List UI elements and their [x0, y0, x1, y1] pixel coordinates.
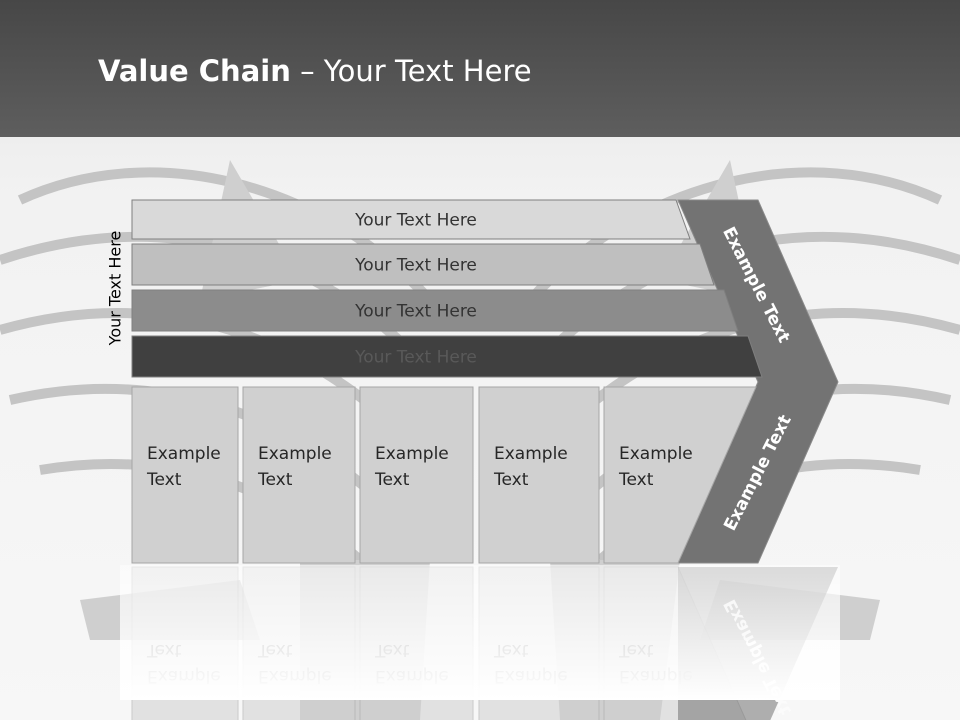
- example-box-label-line2: Text: [493, 470, 529, 490]
- example-box: [242, 386, 356, 564]
- example-box-label-line1: Example: [375, 444, 449, 464]
- reflection-fade: [120, 565, 840, 700]
- example-box-label-line1: Example: [494, 444, 568, 464]
- activity-bar-label: Your Text Here: [354, 211, 477, 231]
- example-box-label-line2: Text: [257, 470, 293, 490]
- example-box: [478, 386, 600, 564]
- header-bar: [0, 0, 960, 137]
- example-box-label-line2: Text: [374, 470, 410, 490]
- example-box: [359, 386, 474, 564]
- title-rest: – Your Text Here: [290, 54, 532, 88]
- example-box-label-line1: Example: [147, 444, 221, 464]
- activity-bar: [131, 335, 763, 378]
- example-box: [131, 386, 239, 564]
- activity-bar: [131, 289, 739, 332]
- example-box-label-line1: Example: [258, 444, 332, 464]
- activity-bar-label: Your Text Here: [354, 348, 477, 368]
- example-box: [603, 386, 757, 564]
- slide-title: Value Chain – Your Text Here: [98, 54, 532, 88]
- title-bold: Value Chain: [98, 54, 291, 88]
- activity-bar-label: Your Text Here: [354, 302, 477, 322]
- example-box-label-line2: Text: [146, 470, 182, 490]
- activity-bar: [131, 199, 691, 240]
- activity-bar: [131, 243, 715, 286]
- example-box-label-line2: Text: [618, 470, 654, 490]
- example-box-label-line1: Example: [619, 444, 693, 464]
- activity-bar-label: Your Text Here: [354, 256, 477, 276]
